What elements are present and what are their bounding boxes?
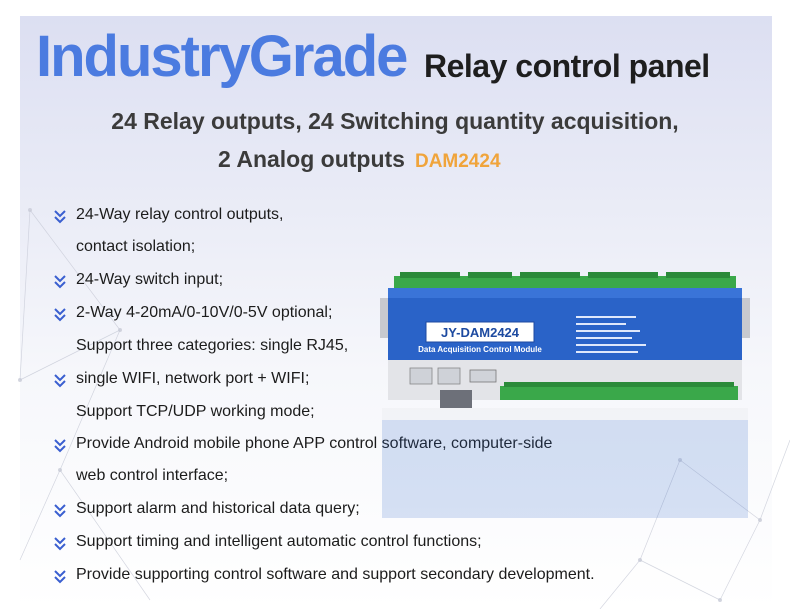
feature-text: contact isolation; — [76, 238, 196, 255]
double-chevron-down-icon — [54, 308, 66, 322]
feature-text: Support timing and intelligent automatic… — [76, 533, 482, 550]
feature-text: web control interface; — [76, 467, 229, 484]
board-model-label: JY-DAM2424 — [441, 325, 520, 340]
board-module-label: Data Acquisition Control Module — [418, 345, 542, 354]
title-relay-control-panel: Relay control panel — [424, 48, 710, 84]
double-chevron-down-icon — [54, 210, 66, 224]
double-chevron-down-icon — [54, 504, 66, 518]
double-chevron-down-icon — [54, 275, 66, 289]
feature-text: Support three categories: single RJ45, — [76, 337, 349, 354]
double-chevron-down-icon — [54, 570, 66, 584]
double-chevron-down-icon — [54, 439, 66, 453]
subtitle-line-1: 24 Relay outputs, 24 Switching quantity … — [111, 108, 679, 134]
feature-text: Support TCP/UDP working mode; — [76, 403, 315, 420]
feature-text: Support alarm and historical data query; — [76, 500, 360, 517]
feature-text: Provide supporting control software and … — [76, 566, 595, 583]
relay-board-image: JY-DAM2424 Data Acquisition Control Modu… — [380, 272, 750, 518]
feature-text: 24-Way switch input; — [76, 271, 224, 288]
feature-text: Provide Android mobile phone APP control… — [76, 435, 553, 452]
feature-text: 2-Way 4-20mA/0-10V/0-5V optional; — [76, 304, 333, 321]
model-number: DAM2424 — [414, 151, 501, 172]
title-industry-grade: IndustryGrade — [36, 24, 408, 89]
top-terminal-strip — [394, 272, 736, 290]
double-chevron-down-icon — [54, 374, 66, 388]
feature-text: 24-Way relay control outputs, — [76, 206, 284, 223]
bottom-terminal-strip — [500, 382, 738, 400]
subtitle-line-2: 2 Analog outputs DAM2424 — [218, 146, 501, 173]
double-chevron-down-icon — [54, 537, 66, 551]
subtitle-analog: 2 Analog outputs — [218, 146, 405, 172]
feature-text: single WIFI, network port + WIFI; — [76, 370, 310, 387]
